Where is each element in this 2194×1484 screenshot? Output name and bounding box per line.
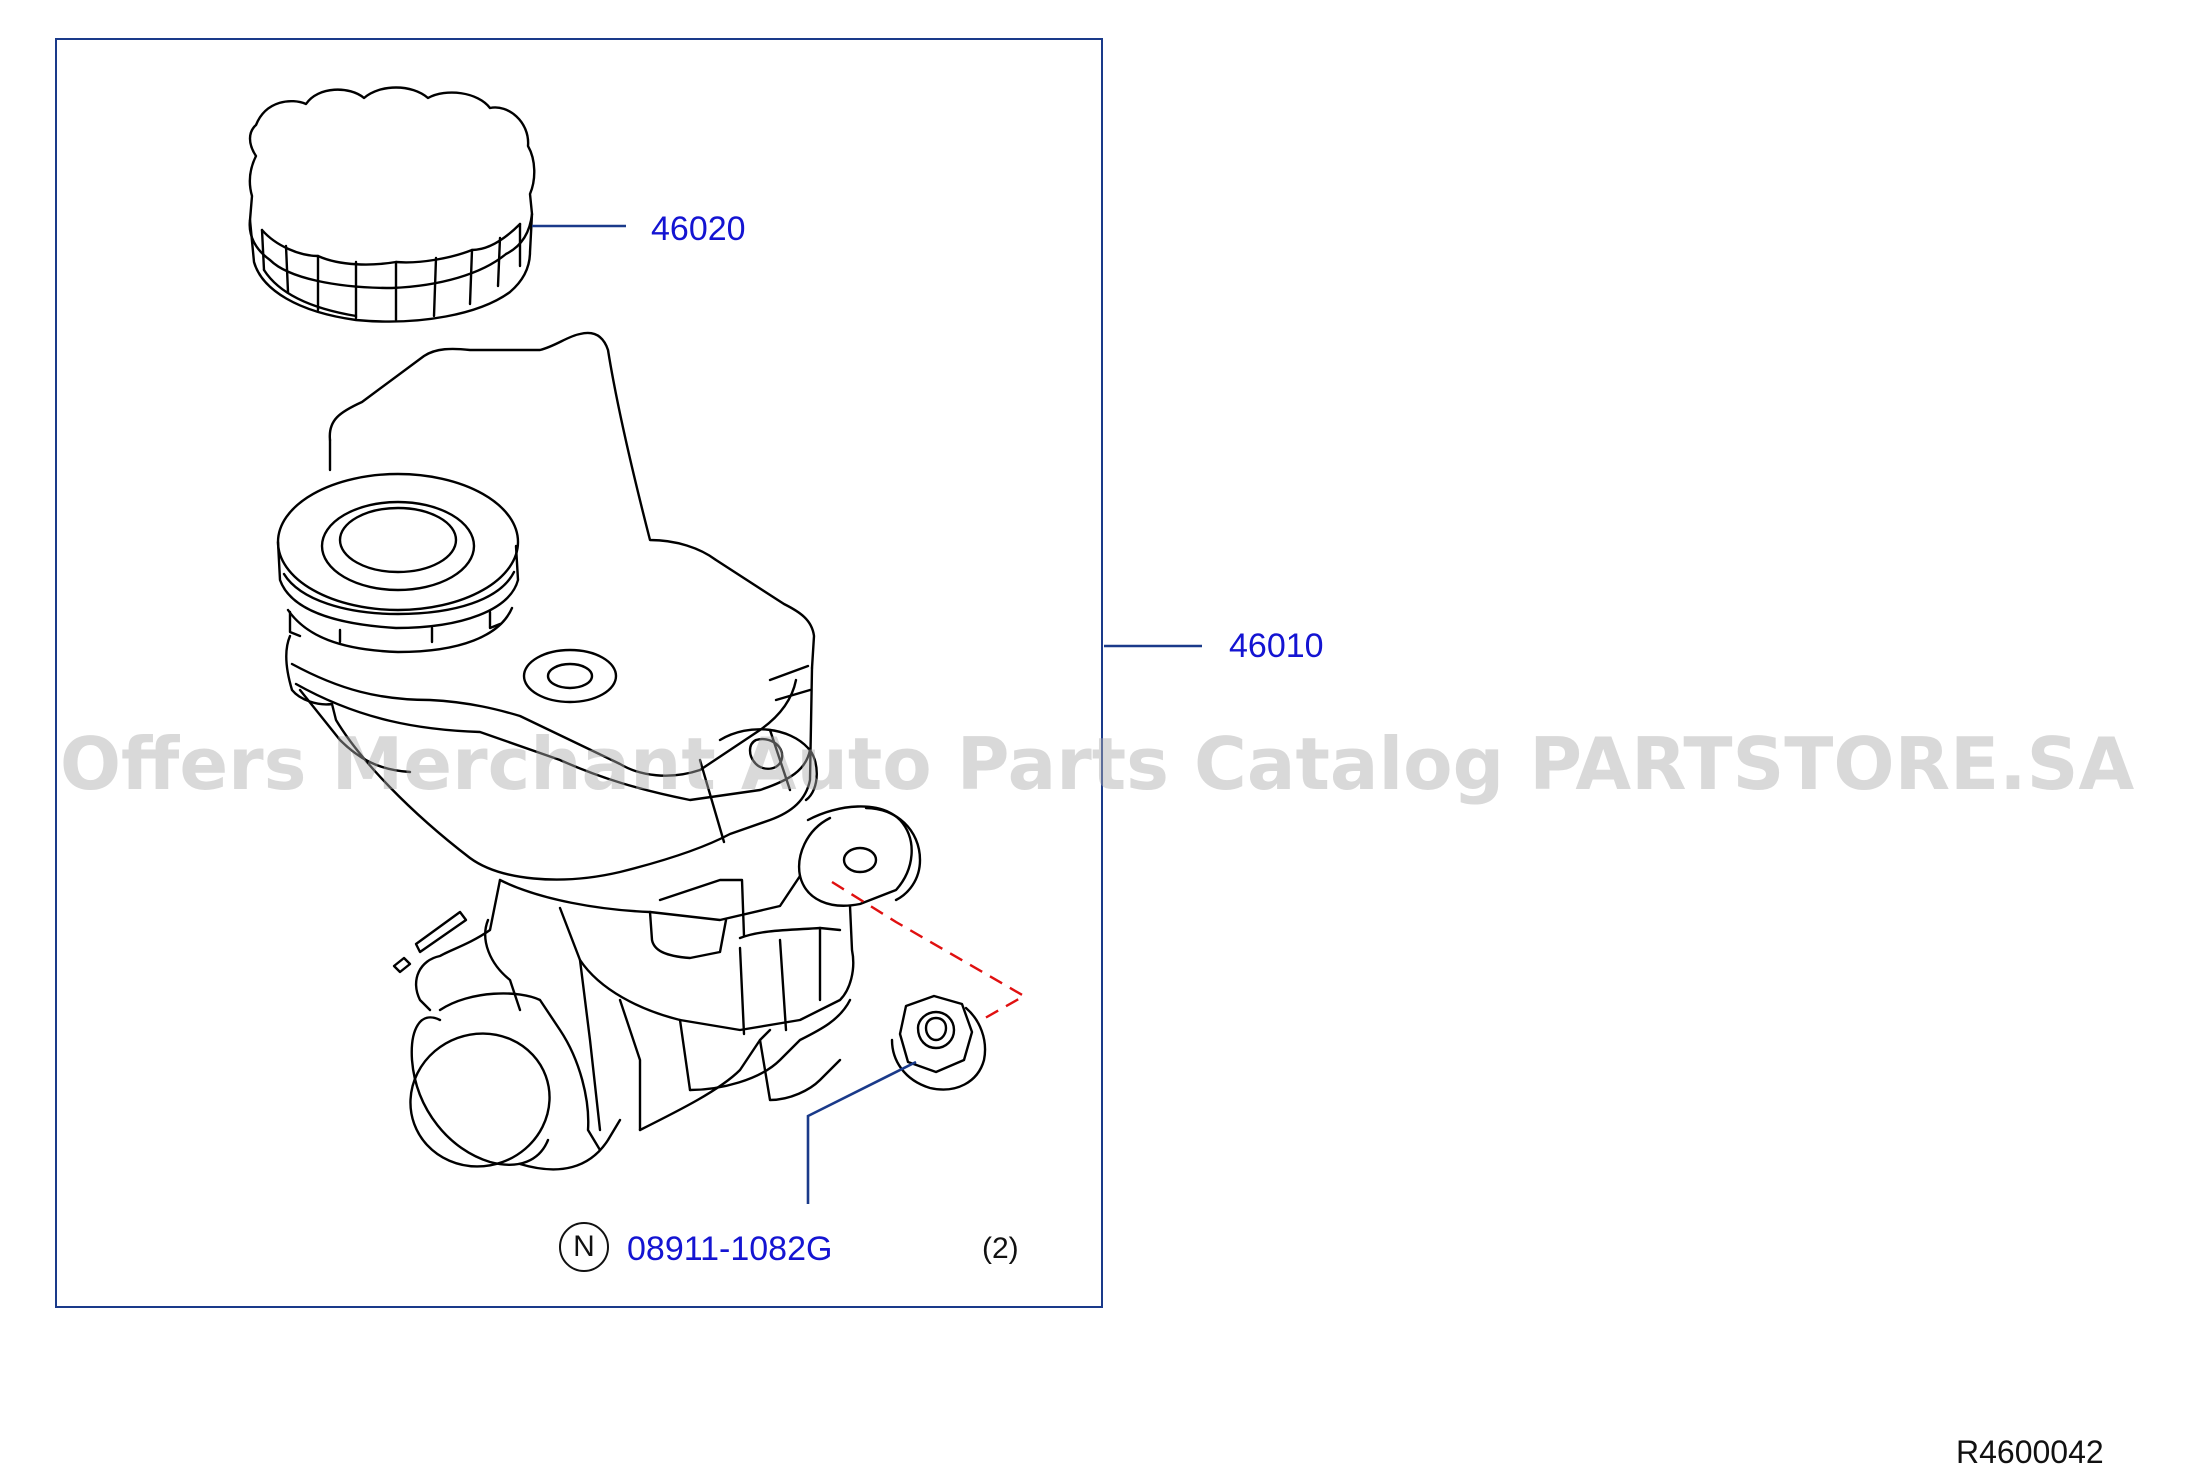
part-number-46020[interactable]: 46020 <box>651 210 746 248</box>
reservoir-cap-drawing <box>248 86 536 323</box>
quantity-label: (2) <box>982 1232 1019 1265</box>
flange-nut-drawing <box>890 994 987 1091</box>
part-number-08911-1082G[interactable]: 08911-1082G <box>627 1230 833 1268</box>
part-number-46010[interactable]: 46010 <box>1229 627 1324 665</box>
master-cylinder-drawing <box>276 331 922 1171</box>
diagram-frame <box>55 38 1103 1308</box>
n-marker-badge: N <box>559 1222 609 1272</box>
n-marker-letter: N <box>573 1230 595 1263</box>
drawing-reference: R4600042 <box>1956 1434 2104 1470</box>
leader-lines <box>532 224 1202 1204</box>
mounting-dashed-line <box>831 880 1027 1024</box>
